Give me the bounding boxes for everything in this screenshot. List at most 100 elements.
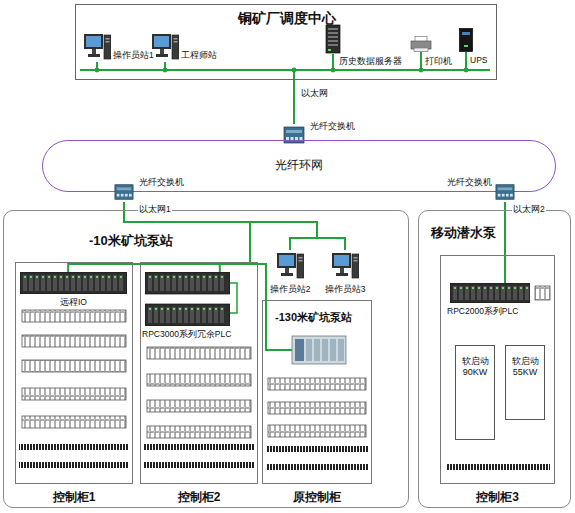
rack-icon [20, 272, 127, 294]
pc-icon [83, 30, 111, 62]
node-label: 远程IO [20, 297, 127, 307]
icon-part [121, 194, 124, 197]
icon-part [334, 255, 349, 266]
icon-part [35, 275, 39, 291]
icon-part [166, 275, 170, 291]
icon-part [478, 287, 480, 289]
icon-part [149, 308, 151, 310]
icon-part [465, 286, 469, 300]
icon-part [59, 275, 63, 291]
network-link [294, 52, 421, 124]
icon-part [65, 275, 69, 291]
printer: 打印机 [410, 36, 432, 52]
plc-rack [292, 336, 346, 364]
node-label: 软启动 90KW [456, 356, 494, 378]
icon-part [66, 276, 68, 278]
icon-part [506, 194, 509, 197]
node-label: UPS [470, 55, 487, 65]
icon-part [496, 287, 498, 289]
icon-part [459, 286, 463, 300]
icon-part [202, 307, 206, 323]
icon-part [174, 38, 178, 40]
control-cabinet: 控制柜2RPC3000系列冗余PLC [140, 262, 258, 484]
icon-part [185, 276, 187, 278]
icon-part [352, 254, 359, 278]
icon-part [197, 308, 199, 310]
icon-part [510, 194, 513, 197]
icon-part [95, 275, 99, 291]
icon-part [414, 48, 428, 52]
node-label: -10米矿坑泵站 [89, 233, 173, 249]
icon-part [336, 273, 348, 276]
link-label: 以太网1 [138, 204, 172, 214]
network-link [124, 202, 266, 300]
icon-part [502, 194, 505, 197]
redundant-plc: RPC3000系列冗余PLC [145, 272, 230, 326]
icon-part [450, 283, 530, 303]
icon-part [89, 275, 93, 291]
icon-part [23, 275, 27, 291]
icon-part [209, 276, 211, 278]
icon-part [155, 276, 157, 278]
icon-part [29, 275, 33, 291]
node-label: 控制柜3 [441, 490, 554, 504]
link-label: 以太网2 [512, 204, 546, 214]
icon-part [286, 130, 302, 133]
icon-part [285, 268, 289, 273]
icon-part [71, 275, 75, 291]
icon-part [117, 187, 132, 190]
icon-part [155, 308, 157, 310]
icon-part [90, 276, 92, 278]
icon-part [460, 29, 473, 52]
icon-part [107, 275, 111, 291]
icon-part [464, 45, 468, 47]
icon-part [328, 32, 338, 34]
pump-station: -10米矿坑泵站操作员站2操作员站3控制柜1远程IO控制柜2RPC3000系列冗… [3, 210, 409, 508]
icon-part [513, 286, 517, 300]
icon-part [166, 307, 170, 323]
icon-part [84, 276, 86, 278]
icon-part [172, 307, 176, 323]
icon-part [173, 308, 175, 310]
icon-part [108, 276, 110, 278]
icon-part [154, 275, 158, 291]
icon-part [145, 272, 230, 294]
icon-part [214, 307, 218, 323]
fiber-switch: 光纤交换机 [495, 182, 515, 202]
node-label: 光纤交换机 [309, 121, 356, 131]
icon-part [489, 286, 493, 300]
icon-part [72, 276, 74, 278]
icon-part [197, 276, 199, 278]
icon-part [202, 275, 206, 291]
link-label: 以太网 [300, 88, 329, 98]
printer-icon [410, 36, 432, 52]
icon-part [83, 275, 87, 291]
network-link [294, 54, 333, 124]
icon-part [281, 273, 293, 276]
switch-icon [283, 124, 305, 146]
icon-part [106, 41, 110, 43]
icon-part [102, 276, 104, 278]
operator-station: 操作员站3 [331, 250, 359, 280]
icon-part [196, 307, 200, 323]
icon-part [41, 275, 45, 291]
icon-part [48, 276, 50, 278]
icon-part [502, 287, 504, 289]
icon-part [125, 194, 128, 197]
icon-part [453, 286, 457, 300]
icon-part [472, 287, 474, 289]
icon-part [190, 307, 194, 323]
icon-part [77, 275, 81, 291]
icon-part [466, 287, 468, 289]
icon-part [129, 194, 132, 197]
node-label: RPC3000系列冗余PLC [142, 329, 231, 339]
icon-part [160, 49, 164, 54]
icon-part [53, 275, 57, 291]
node-label: 操作员站1 [113, 50, 154, 60]
icon-part [196, 275, 200, 291]
node-label: -130米矿坑泵站 [275, 311, 352, 324]
icon-part [328, 49, 331, 51]
engineer-station: 工程师站 [151, 30, 179, 62]
icon-part [460, 287, 462, 289]
icon-part [498, 194, 501, 197]
